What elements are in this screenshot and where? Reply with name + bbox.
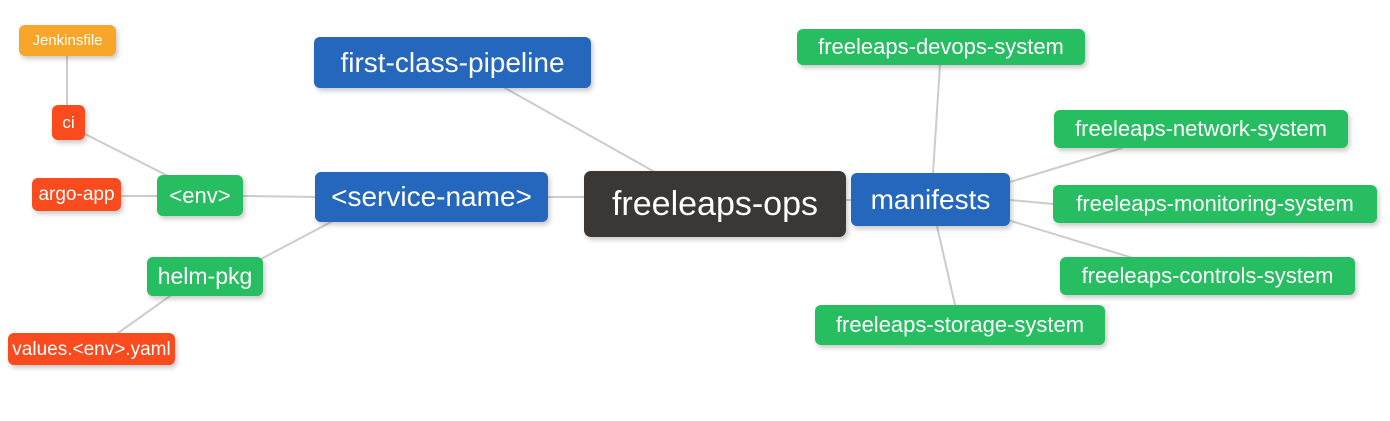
mindmap-node-argo-app[interactable]: argo-app	[32, 178, 121, 211]
edge-ci-to-env	[84, 133, 169, 177]
mindmap-node-env[interactable]: <env>	[157, 175, 243, 216]
mindmap-node-freeleaps-storage-system[interactable]: freeleaps-storage-system	[815, 305, 1105, 345]
mindmap-node-first-class-pipeline[interactable]: first-class-pipeline	[314, 37, 591, 88]
mindmap-node-freeleaps-ops[interactable]: freeleaps-ops	[584, 171, 846, 237]
mindmap-node-freeleaps-controls-system[interactable]: freeleaps-controls-system	[1060, 257, 1355, 295]
edge-env-to-service-name	[242, 195, 316, 198]
mindmap-node-freeleaps-monitoring-system[interactable]: freeleaps-monitoring-system	[1053, 185, 1377, 223]
mindmap-node-service-name[interactable]: <service-name>	[315, 172, 548, 222]
mindmap-node-manifests[interactable]: manifests	[851, 173, 1010, 226]
edge-first-class-pipeline-to-freeleaps-ops	[504, 87, 654, 172]
mindmap-node-freeleaps-network-system[interactable]: freeleaps-network-system	[1054, 110, 1348, 148]
mindmap-node-values-env-yaml[interactable]: values.<env>.yaml	[8, 333, 175, 365]
edge-manifests-to-freeleaps-devops-system	[932, 64, 941, 174]
edge-helm-pkg-to-values-env-yaml	[117, 295, 171, 334]
edge-service-name-to-helm-pkg	[260, 221, 332, 260]
mindmap-node-freeleaps-devops-system[interactable]: freeleaps-devops-system	[797, 29, 1085, 65]
edge-manifests-to-freeleaps-controls-system	[1010, 220, 1134, 259]
mindmap-node-helm-pkg[interactable]: helm-pkg	[147, 257, 263, 296]
mindmap-node-jenkinsfile[interactable]: Jenkinsfile	[19, 25, 116, 56]
edge-manifests-to-freeleaps-monitoring-system	[1009, 199, 1054, 205]
mindmap-node-ci[interactable]: ci	[52, 105, 85, 140]
edge-manifests-to-freeleaps-network-system	[1009, 147, 1123, 183]
edge-manifests-to-freeleaps-storage-system	[936, 225, 956, 306]
